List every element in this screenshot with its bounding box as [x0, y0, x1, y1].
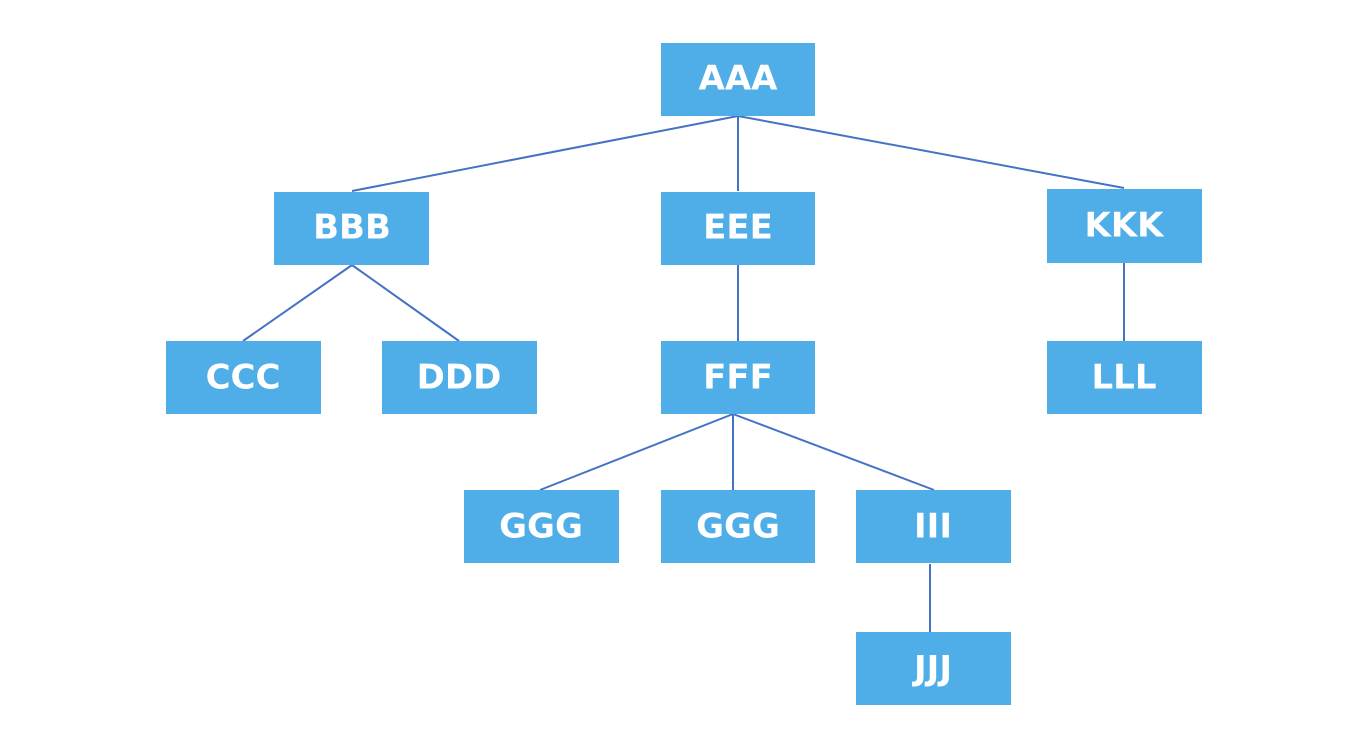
node-eee-box [661, 192, 815, 265]
node-bbb-label: BBB [313, 208, 391, 248]
node-ccc-box [166, 341, 321, 414]
node-lll-label: LLL [1092, 358, 1157, 398]
node-ccc-label: CCC [206, 358, 281, 398]
node-fff-box [661, 341, 815, 414]
node-fff-label: FFF [703, 358, 773, 398]
node-lll: LLL [1047, 341, 1202, 414]
node-ggg-1-label: GGG [499, 507, 583, 547]
node-aaa: AAA [661, 43, 815, 116]
node-ddd-label: DDD [417, 358, 502, 398]
connectors [242, 115, 1125, 632]
node-ddd-box [382, 341, 537, 414]
node-kkk-box [1047, 189, 1202, 263]
edge-aaa-kkk [737, 115, 1125, 189]
node-aaa-box [661, 43, 815, 116]
node-bbb-box [274, 192, 429, 265]
node-aaa-label: AAA [699, 59, 779, 99]
edge-aaa-bbb [351, 115, 739, 192]
node-jjj-label: JJJ [912, 649, 952, 689]
node-ggg-2-label: GGG [696, 507, 780, 547]
node-bbb: BBB [274, 192, 429, 265]
node-ggg-2-box [661, 490, 815, 563]
node-ggg-2: GGG [661, 490, 815, 563]
node-ggg-1-box [464, 490, 619, 563]
edge-fff-iii [732, 413, 935, 491]
node-ggg-1: GGG [464, 490, 619, 563]
node-kkk: KKK [1047, 189, 1202, 263]
node-ddd: DDD [382, 341, 537, 414]
node-lll-box [1047, 341, 1202, 414]
edge-fff-ggg-1 [539, 413, 734, 491]
edge-bbb-ddd [351, 264, 460, 342]
node-iii-box [856, 490, 1011, 563]
node-iii: III [856, 490, 1011, 563]
node-jjj-box [856, 632, 1011, 705]
node-jjj: JJJ [856, 632, 1011, 705]
node-ccc: CCC [166, 341, 321, 414]
node-eee-label: EEE [703, 208, 773, 248]
node-eee: EEE [661, 192, 815, 265]
edge-bbb-ccc [242, 264, 353, 342]
node-iii-label: III [914, 507, 952, 547]
node-kkk-label: KKK [1084, 206, 1165, 246]
node-fff: FFF [661, 341, 815, 414]
